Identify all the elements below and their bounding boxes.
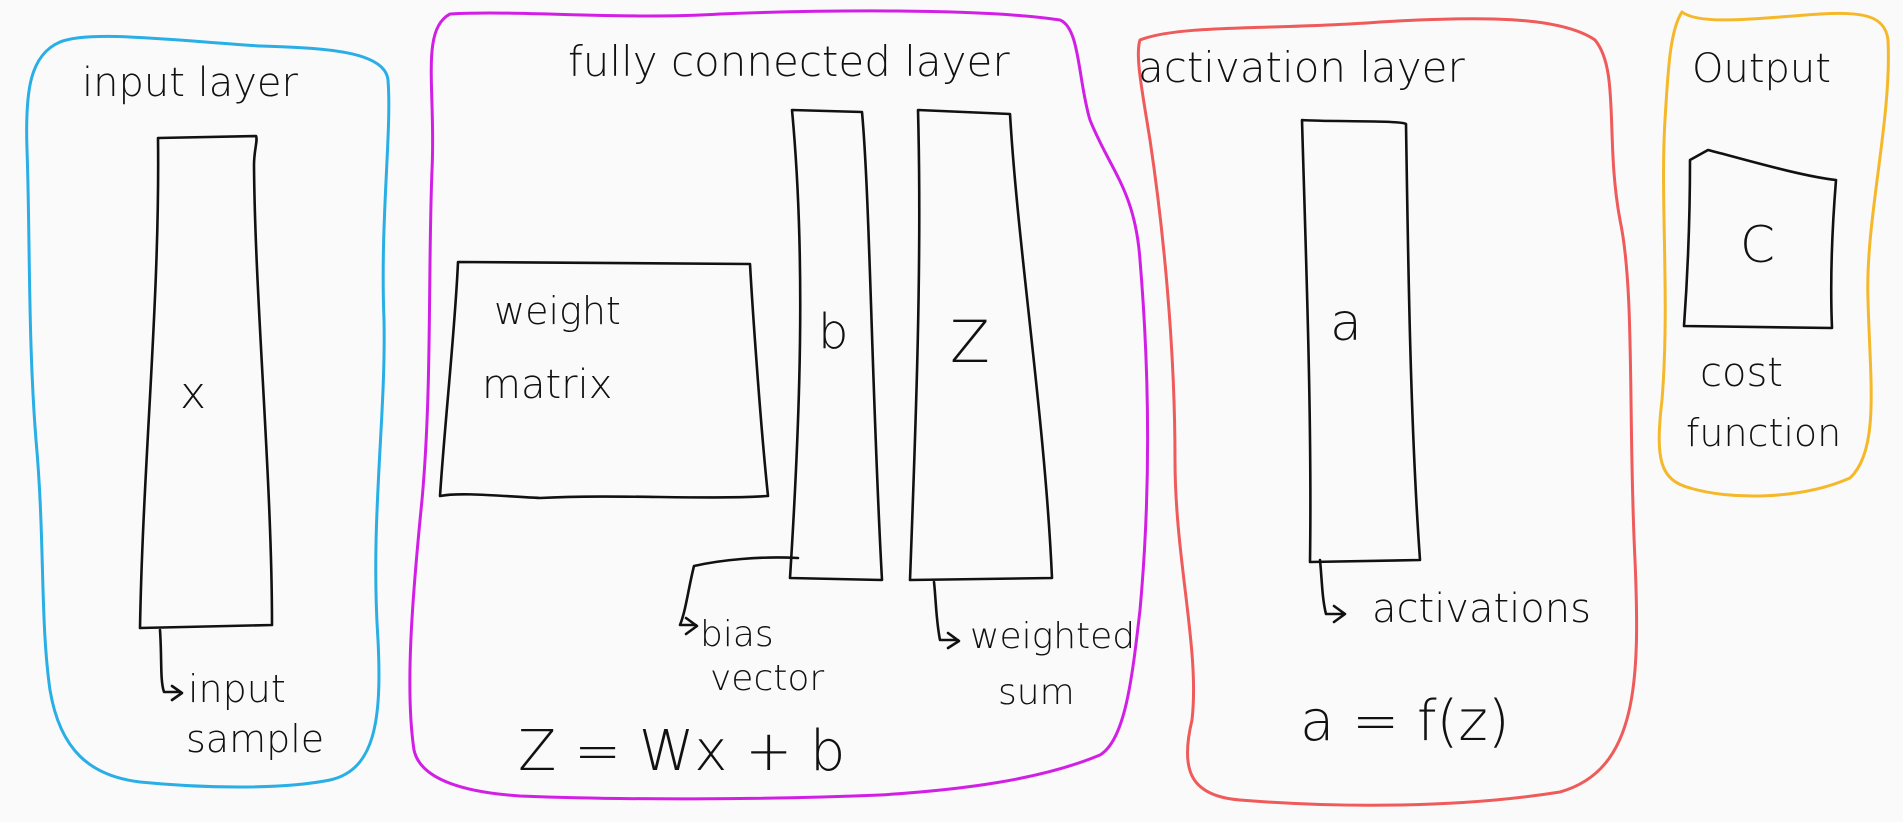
input-vector-box <box>138 134 274 630</box>
output-group: Output C cost function <box>1657 10 1890 498</box>
activation-annotation: activations <box>1372 586 1591 632</box>
bias-vector-box <box>788 108 884 582</box>
input-layer-title: input layer <box>82 60 299 106</box>
cost-symbol: C <box>1740 216 1775 274</box>
cost-label-line1: cost <box>1700 350 1783 396</box>
input-annotation-line2: sample <box>186 717 324 761</box>
bias-label-line1: bias <box>700 614 774 655</box>
activation-vector-box <box>1300 118 1422 564</box>
activation-layer-group: activation layer a activations a = f(z) <box>1136 17 1639 807</box>
weight-matrix-label-line2: matrix <box>482 362 612 408</box>
activation-vector-symbol: a <box>1330 293 1362 353</box>
input-annotation-line1: input <box>188 667 286 711</box>
bias-label-line2: vector <box>710 658 824 699</box>
activation-equation: a = f(z) <box>1300 689 1510 754</box>
fc-layer-group: fully connected layer weight matrix b Z … <box>408 9 1149 801</box>
activation-layer-border <box>1136 17 1639 807</box>
output-title: Output <box>1692 46 1831 92</box>
activation-arrow <box>1318 558 1347 624</box>
weight-matrix-box <box>438 260 770 500</box>
sum-label-line2: sum <box>998 672 1075 713</box>
fc-layer-border <box>408 9 1149 801</box>
bias-arrow <box>678 556 800 636</box>
z-vector-symbol: Z <box>950 308 990 376</box>
cost-label-line2: function <box>1686 411 1841 455</box>
input-layer-group: input layer x input sample <box>25 34 391 789</box>
output-border <box>1657 10 1890 498</box>
cost-box <box>1682 148 1838 330</box>
z-vector-box <box>908 108 1054 582</box>
input-layer-border <box>25 34 391 789</box>
input-arrow <box>158 628 184 702</box>
weight-matrix-label-line1: weight <box>494 289 621 333</box>
fc-equation: Z = Wx + b <box>518 719 845 784</box>
sum-label-line1: weighted <box>970 616 1135 657</box>
input-vector-symbol: x <box>180 368 206 419</box>
bias-vector-symbol: b <box>818 304 848 360</box>
fc-layer-title: fully connected layer <box>568 37 1010 86</box>
activation-layer-title: activation layer <box>1138 43 1465 92</box>
sum-arrow <box>932 580 961 650</box>
